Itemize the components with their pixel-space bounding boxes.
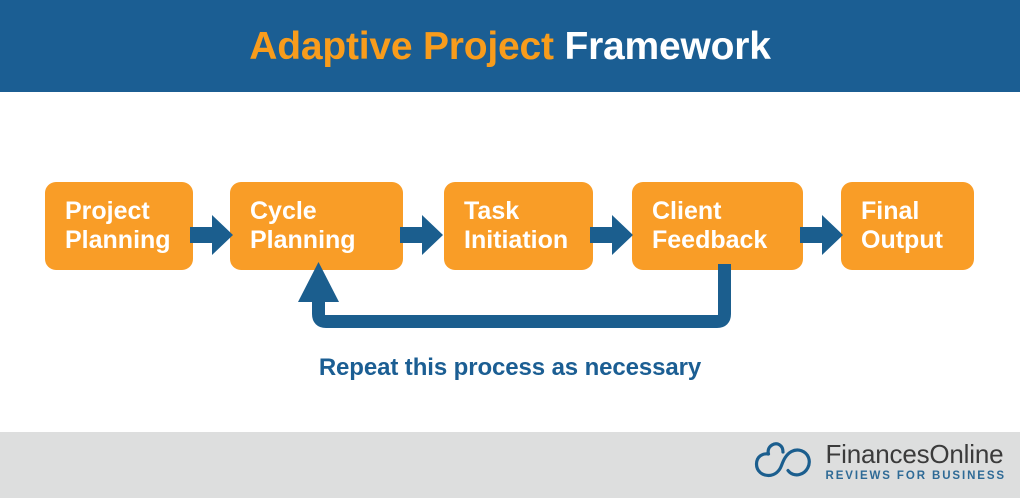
financesonline-logo[interactable]: FinancesOnline REVIEWS FOR BUSINESS [752, 440, 1007, 484]
logo-name: FinancesOnline [825, 439, 1004, 470]
flow-node-label-line2: Feedback [652, 226, 768, 254]
feedback-loop-caption: Repeat this process as necessary [318, 354, 702, 381]
cloud-infinity-icon [752, 440, 814, 484]
arrow-right-icon [590, 214, 634, 256]
flow-node-label-line1: Client [652, 197, 722, 225]
footer-bar: FinancesOnline REVIEWS FOR BUSINESS [0, 432, 1020, 498]
flow-node-cycle-planning: Cycle Planning [230, 182, 403, 270]
logo-tagline: REVIEWS FOR BUSINESS [825, 470, 1006, 483]
page-title-plain: Framework [564, 24, 771, 68]
flow-node-label-line2: Planning [65, 226, 171, 254]
flow-node-label-line1: Final [861, 197, 920, 225]
header-banner: Adaptive Project Framework [0, 0, 1020, 92]
arrow-right-icon [800, 214, 844, 256]
page-title-accent: Adaptive Project [249, 24, 554, 68]
flow-node-project-planning: Project Planning [45, 182, 193, 270]
arrow-right-icon [190, 214, 234, 256]
flow-node-client-feedback: Client Feedback [632, 182, 803, 270]
feedback-loop-arrow-icon [280, 262, 750, 362]
flow-node-task-initiation: Task Initiation [444, 182, 593, 270]
flow-node-final-output: Final Output [841, 182, 974, 270]
process-flow-diagram: Project Planning Cycle Planning Task Ini… [0, 92, 1020, 432]
flow-node-label-line1: Project [65, 197, 150, 225]
arrow-right-icon [400, 214, 444, 256]
flow-node-label-line1: Cycle [250, 197, 317, 225]
page-title: Adaptive Project Framework [249, 27, 771, 66]
flow-node-label-line2: Output [861, 226, 943, 254]
flow-node-label-line2: Initiation [464, 226, 569, 254]
logo-text-block: FinancesOnline REVIEWS FOR BUSINESS [826, 441, 1007, 483]
flow-node-label-line1: Task [464, 197, 520, 225]
flow-node-label-line2: Planning [250, 226, 356, 254]
